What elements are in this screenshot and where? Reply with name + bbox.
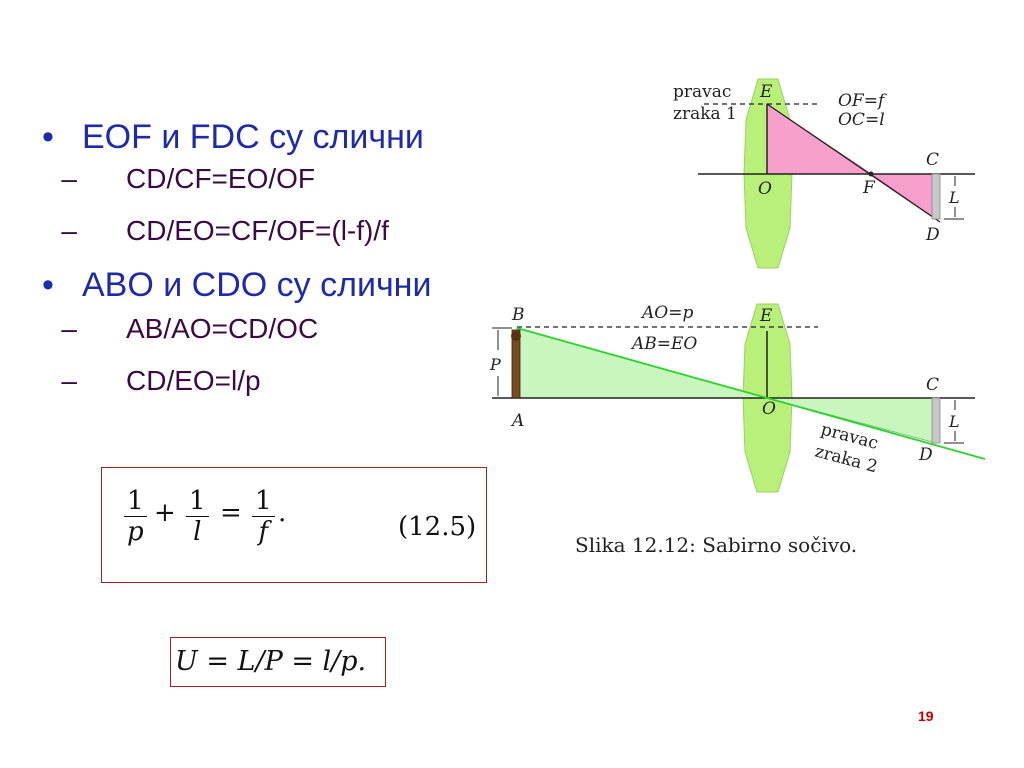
definition-oc: OC=l <box>838 110 885 130</box>
sub-items: AB/AO=CD/OC CD/EO=l/p <box>40 312 431 398</box>
denominator: f <box>258 517 269 547</box>
fraction-1-over-f: 1 f <box>252 486 275 547</box>
point-e-label: E <box>759 82 773 102</box>
lens-equation-box: 1 p + 1 l = 1 f . (12.5) <box>101 467 487 583</box>
equals-sign: = <box>220 498 242 528</box>
equation-number: (12.5) <box>398 512 477 542</box>
image-height-label: L <box>948 188 960 207</box>
point-f-label: F <box>862 178 876 198</box>
sub-bullet: CD/EO=l/p <box>40 364 431 398</box>
bullet-list: EOF и FDC су слични CD/CF=EO/OF CD/EO=CF… <box>40 118 431 398</box>
object-height-label: P <box>489 355 501 374</box>
point-c-label: C <box>926 150 939 170</box>
bullet-similar-eof-fdc: EOF и FDC су слични <box>40 118 431 156</box>
definition-of-f: OF=f <box>838 91 887 111</box>
sub-list: CD/CF=EO/OF CD/EO=CF/OF=(l-f)/f <box>40 162 431 248</box>
point-o-label: O <box>762 399 776 419</box>
label-pravac: pravac <box>673 82 731 102</box>
top-diagram: pravac zraka 1 E OF=f OC=l O F C D L <box>673 78 975 269</box>
magnification-formula: U = L/P = l/p. <box>175 646 367 677</box>
definition-ab: AB=EO <box>630 334 697 354</box>
denominator: p <box>126 517 144 547</box>
bullet-text: ABO и CDO су слични <box>82 266 432 304</box>
sub-bullet: AB/AO=CD/OC <box>40 312 431 346</box>
focus-point <box>868 171 874 177</box>
object-ab <box>511 329 521 399</box>
point-d-label: D <box>918 445 933 465</box>
fraction-1-over-p: 1 p <box>124 486 147 547</box>
ray-2-green <box>516 327 986 460</box>
image-height-label: L <box>948 412 960 431</box>
sub-bullet-text: CD/EO=CF/OF=(l-f)/f <box>126 215 389 246</box>
sub-bullet-text: AB/AO=CD/OC <box>126 313 319 344</box>
image-cd-top <box>931 173 941 220</box>
sub-bullet: CD/CF=EO/OF <box>40 162 431 196</box>
point-o-label: O <box>758 179 772 199</box>
point-b-label: B <box>511 305 525 325</box>
period: . <box>278 498 287 528</box>
label-zraka-1: zraka 1 <box>673 104 737 124</box>
sub-bullet-text: CD/CF=EO/OF <box>126 163 316 194</box>
point-c-label: C <box>926 375 939 395</box>
page-number: 19 <box>918 708 934 724</box>
definition-ao: AO=p <box>640 303 693 323</box>
bottom-diagram: B P A AO=p AB=EO E O C D L pravac zraka … <box>489 303 986 493</box>
plus-sign: + <box>154 498 176 528</box>
numerator: 1 <box>186 486 209 517</box>
magnification-formula-box: U = L/P = l/p. <box>170 637 386 687</box>
figure-caption: Slika 12.12: Sabirno sočivo. <box>575 533 858 557</box>
denominator: l <box>193 517 202 547</box>
point-a-label: A <box>510 411 524 431</box>
object-head <box>511 331 521 341</box>
sub-bullet-text: CD/EO=l/p <box>126 365 261 396</box>
fraction-1-over-l: 1 l <box>186 486 209 547</box>
bullet-similar-abo-cdo: ABO и CDO су слични <box>40 266 431 304</box>
point-d-label: D <box>925 225 940 245</box>
numerator: 1 <box>252 486 275 517</box>
sub-list: AB/AO=CD/OC CD/EO=l/p <box>40 312 431 398</box>
sub-items: CD/CF=EO/OF CD/EO=CF/OF=(l-f)/f <box>40 162 431 248</box>
image-cd-bottom <box>931 397 941 444</box>
refracted-ray-1 <box>766 103 941 223</box>
bullet-text: EOF и FDC су слични <box>82 118 424 156</box>
sub-bullet: CD/EO=CF/OF=(l-f)/f <box>40 214 431 248</box>
point-e-label: E <box>759 306 773 326</box>
numerator: 1 <box>124 486 147 517</box>
